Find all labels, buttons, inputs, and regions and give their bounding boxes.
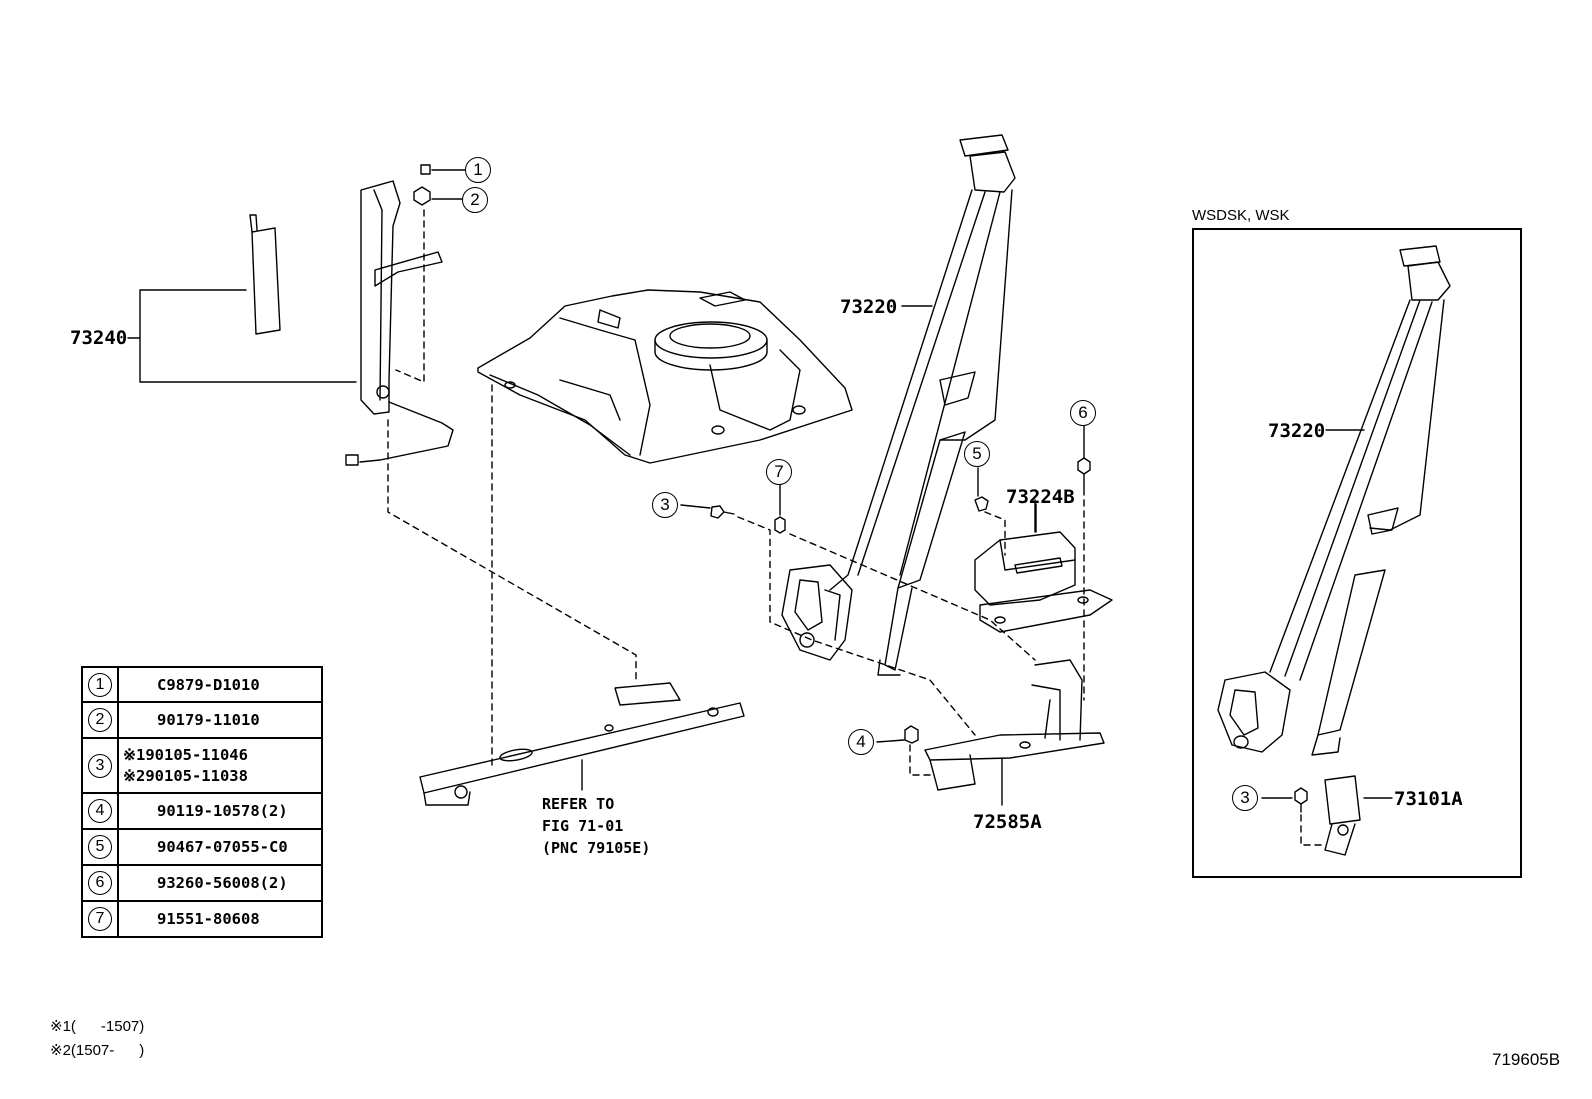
callout-5: 5 [964, 441, 990, 467]
legend-part-variant-2: ※290105-11038 [123, 766, 248, 785]
legend-index: 2 [88, 708, 112, 732]
legend-part-number: 90467-07055-C0 [117, 828, 323, 866]
callout-1: 1 [465, 157, 491, 183]
refer-note: REFER TO FIG 71-01 (PNC 79105E) [542, 793, 650, 859]
callout-2: 2 [462, 187, 488, 213]
parts-legend-table: 1 C9879-D1010 2 90179-11010 3 ※190105-11… [81, 666, 323, 938]
legend-index: 7 [88, 907, 112, 931]
legend-part-variant-1: ※190105-11046 [123, 745, 248, 764]
legend-index: 1 [88, 672, 112, 697]
refer-note-line1: REFER TO [542, 795, 615, 813]
legend-row: 3 ※190105-11046 ※290105-11038 [81, 737, 323, 794]
legend-row: 7 91551-80608 [81, 900, 323, 938]
legend-index: 6 [88, 871, 112, 895]
pillar-pad [249, 214, 281, 335]
variant-box [1192, 228, 1522, 878]
legend-part-number: C9879-D1010 [117, 666, 323, 703]
legend-index: 4 [88, 799, 112, 823]
refer-note-line3: (PNC 79105E) [542, 839, 651, 857]
legend-index: 5 [88, 835, 112, 859]
legend-row: 2 90179-11010 [81, 701, 323, 739]
pillar-trim-73240 [345, 180, 454, 466]
callout-6: 6 [1070, 400, 1096, 426]
variant-box-title: WSDSK, WSK [1192, 207, 1290, 224]
label-72585a: 72585A [973, 811, 1042, 833]
legend-part-number: 93260-56008(2) [117, 864, 323, 902]
seatbelt-73220 [781, 134, 1016, 676]
refer-note-line2: FIG 71-01 [542, 817, 624, 835]
legend-index: 3 [88, 753, 112, 778]
buckle-73224b [974, 499, 1113, 633]
legend-part-number: 91551-80608 [117, 900, 323, 938]
callout-3: 3 [652, 492, 678, 518]
footnote-2: ※2(1507- ) [50, 1042, 145, 1059]
label-73220-variant: 73220 [1268, 420, 1326, 442]
label-73224b: 73224B [1006, 486, 1075, 508]
variant-seatbelt [1217, 245, 1451, 856]
legend-row: 5 90467-07055-C0 [81, 828, 323, 866]
legend-part-number: 90119-10578(2) [117, 792, 323, 830]
legend-row: 4 90119-10578(2) [81, 792, 323, 830]
legend-part-number: ※190105-11046 ※290105-11038 [117, 737, 323, 794]
legend-part-number: 90179-11010 [117, 701, 323, 739]
label-73220-main: 73220 [840, 296, 898, 318]
bracket-72585a [876, 659, 1105, 806]
floor-pan [477, 289, 853, 464]
diagram-code: 719605B [1492, 1050, 1561, 1069]
legend-row: 1 C9879-D1010 [81, 666, 323, 703]
footnote-1: ※1( -1507) [50, 1018, 145, 1035]
callout-4: 4 [848, 729, 874, 755]
callout-7: 7 [766, 459, 792, 485]
seat-rail [419, 682, 745, 806]
label-73101a: 73101A [1394, 788, 1463, 810]
legend-row: 6 93260-56008(2) [81, 864, 323, 902]
label-73240: 73240 [70, 327, 128, 349]
callout-3-variant: 3 [1232, 785, 1258, 811]
